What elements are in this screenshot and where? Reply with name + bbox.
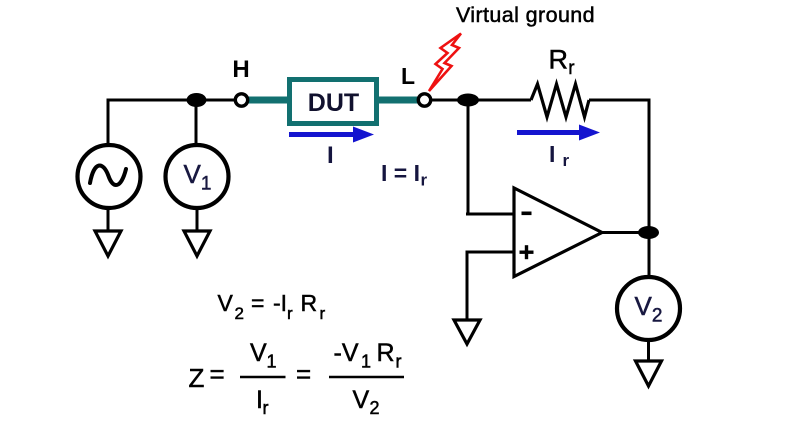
svg-text:2: 2: [235, 304, 244, 323]
svg-text:=: =: [296, 359, 311, 389]
svg-text:1: 1: [267, 352, 277, 372]
svg-text:L: L: [401, 63, 415, 89]
svg-text:R: R: [301, 290, 318, 316]
svg-text:r: r: [320, 304, 326, 323]
svg-text:I: I: [327, 142, 334, 169]
svg-text:I = I: I = I: [381, 160, 420, 186]
svg-text:V: V: [353, 386, 370, 414]
svg-text:R: R: [377, 339, 395, 367]
svg-text:Z: Z: [189, 363, 205, 393]
svg-text:I: I: [549, 141, 555, 167]
svg-text:V: V: [218, 290, 234, 316]
svg-text:r: r: [263, 398, 269, 418]
svg-text:r: r: [287, 304, 293, 323]
svg-text:r: r: [568, 58, 575, 79]
svg-text:DUT: DUT: [308, 89, 359, 117]
svg-text:-I: -I: [273, 290, 287, 316]
svg-text:r: r: [421, 171, 428, 190]
svg-text:1: 1: [361, 352, 371, 372]
svg-text:r: r: [396, 352, 402, 372]
svg-text:H: H: [232, 56, 249, 83]
svg-text:2: 2: [370, 398, 380, 418]
svg-text:V: V: [250, 339, 267, 367]
svg-text:I: I: [256, 386, 263, 414]
svg-text:=: =: [251, 290, 264, 316]
svg-text:V2: V2: [635, 291, 663, 327]
svg-text:R: R: [549, 45, 569, 75]
svg-text:Virtual ground: Virtual ground: [456, 3, 595, 27]
svg-text:-V: -V: [334, 339, 359, 367]
svg-text:=: =: [210, 359, 225, 389]
svg-text:r: r: [563, 151, 570, 170]
